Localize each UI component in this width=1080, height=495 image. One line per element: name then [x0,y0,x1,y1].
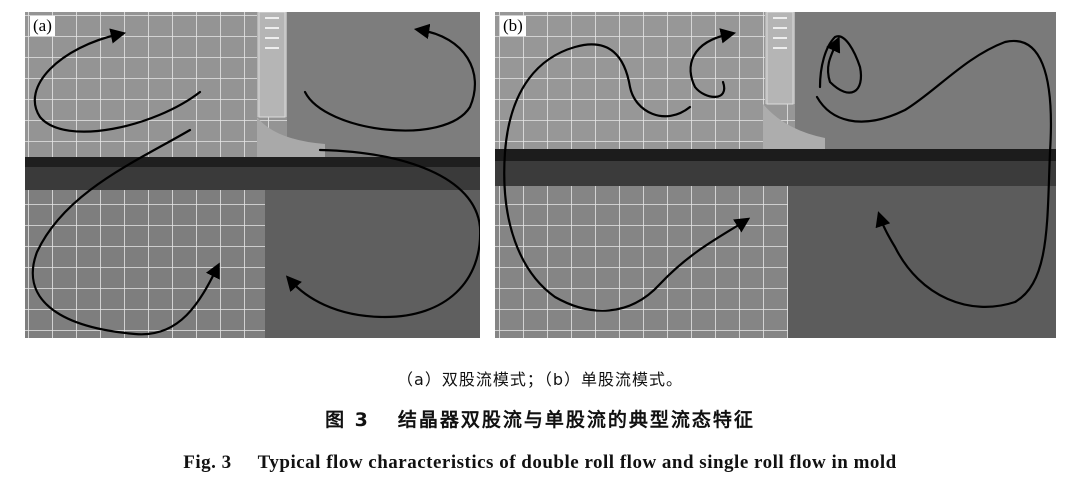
photo-panel-b-image [495,12,1056,338]
photo-panel-a-image [25,12,480,338]
panel-label-a: (a) [30,16,55,36]
panel-label-b: (b) [500,16,526,36]
figure-title-english: Typical flow characteristics of double r… [257,452,897,473]
figure-caption-english: Fig. 3 Typical flow characteristics of do… [0,452,1080,474]
figure-number-chinese: 图 3 [325,409,370,431]
subcaption: （a）双股流模式；（b）单股流模式。 [397,370,683,389]
photo-panel-b: (b) [495,12,1056,338]
figure-caption-chinese: 图 3 结晶器双股流与单股流的典型流态特征 [0,405,1080,432]
figure-number-english: Fig. 3 [183,452,232,473]
figure-title-chinese: 结晶器双股流与单股流的典型流态特征 [397,409,755,431]
photo-panel-a: (a) [25,12,480,338]
